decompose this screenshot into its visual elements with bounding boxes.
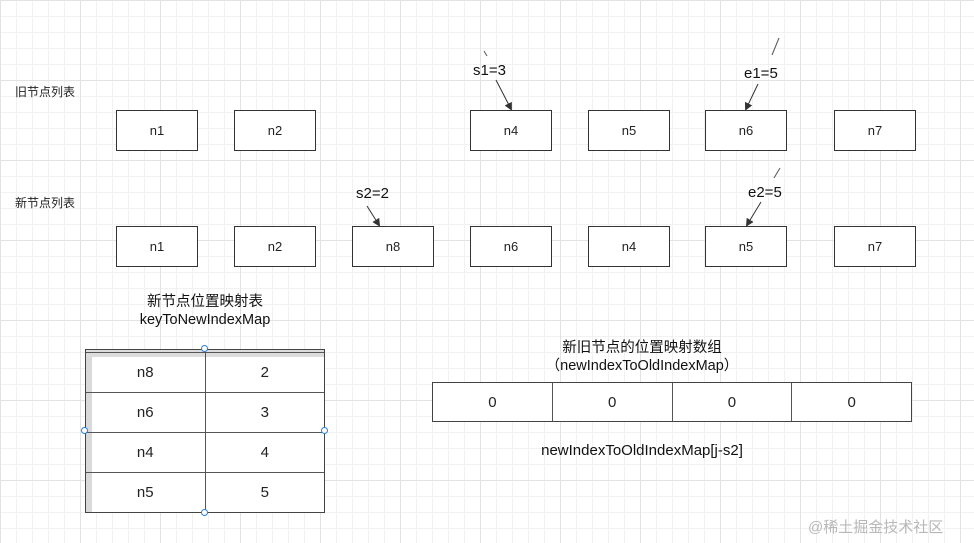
s2-annotation: s2=2 (356, 185, 389, 202)
table-row: n8 2 (86, 352, 324, 392)
new-node[interactable]: n7 (834, 226, 916, 267)
watermark: @稀土掘金技术社区 (808, 519, 944, 536)
index-array-title: 新旧节点的位置映射数组 （newIndexToOldIndexMap） (512, 339, 772, 375)
index-array-subtitle: （newIndexToOldIndexMap） (545, 358, 739, 374)
new-index-to-old-index-array[interactable]: 0 0 0 0 (432, 382, 912, 422)
e1-arrow (744, 83, 759, 111)
old-node[interactable]: n7 (834, 110, 916, 151)
e2-annotation: e2=5 (748, 184, 782, 201)
selection-handle-right[interactable] (321, 427, 328, 434)
e1-tick (771, 37, 780, 56)
index-array-title-text: 新旧节点的位置映射数组 (562, 340, 722, 356)
table-value-cell[interactable]: 4 (260, 444, 269, 461)
old-node[interactable]: n4 (470, 110, 552, 151)
array-cell[interactable]: 0 (553, 383, 673, 421)
key-map-title: 新节点位置映射表 keyToNewIndexMap (95, 293, 315, 329)
selection-handle-top[interactable] (201, 345, 208, 352)
new-node[interactable]: n1 (116, 226, 198, 267)
table-value-cell[interactable]: 3 (260, 404, 269, 421)
old-node[interactable]: n6 (705, 110, 787, 151)
array-cell[interactable]: 0 (847, 393, 856, 411)
table-row: n6 3 (86, 392, 324, 432)
key-to-new-index-map-table[interactable]: n8 2 n6 3 n4 4 n5 5 (85, 349, 325, 513)
table-key-cell[interactable]: n8 (86, 353, 206, 392)
s1-annotation: s1=3 (473, 62, 506, 79)
key-map-subtitle: keyToNewIndexMap (139, 312, 271, 328)
new-node[interactable]: n6 (470, 226, 552, 267)
old-list-label: 旧节点列表 (15, 85, 76, 99)
new-node[interactable]: n4 (588, 226, 670, 267)
key-map-title-text: 新节点位置映射表 (147, 294, 263, 310)
e2-tick (773, 167, 781, 179)
new-node[interactable]: n2 (234, 226, 316, 267)
table-key-cell[interactable]: n6 (86, 393, 206, 432)
table-left-bar (86, 350, 92, 512)
array-cell[interactable]: 0 (433, 383, 553, 421)
e1-annotation: e1=5 (744, 65, 778, 82)
array-cell[interactable]: 0 (673, 383, 793, 421)
e2-arrow (745, 201, 762, 227)
selection-handle-left[interactable] (81, 427, 88, 434)
table-key-cell[interactable]: n4 (86, 433, 206, 472)
old-node[interactable]: n2 (234, 110, 316, 151)
table-key-cell[interactable]: n5 (86, 473, 206, 512)
new-list-label: 新节点列表 (15, 196, 76, 210)
s1-arrow (495, 79, 512, 111)
table-row: n5 5 (86, 472, 324, 512)
selection-handle-bottom[interactable] (201, 509, 208, 516)
index-array-caption: newIndexToOldIndexMap[j-s2] (541, 442, 743, 459)
old-node[interactable]: n5 (588, 110, 670, 151)
new-node[interactable]: n8 (352, 226, 434, 267)
s2-arrow (366, 205, 381, 227)
table-value-cell[interactable]: 5 (260, 484, 269, 501)
table-row: n4 4 (86, 432, 324, 472)
new-node[interactable]: n5 (705, 226, 787, 267)
old-node[interactable]: n1 (116, 110, 198, 151)
s1-tick (483, 50, 488, 57)
table-value-cell[interactable]: 2 (260, 364, 269, 381)
